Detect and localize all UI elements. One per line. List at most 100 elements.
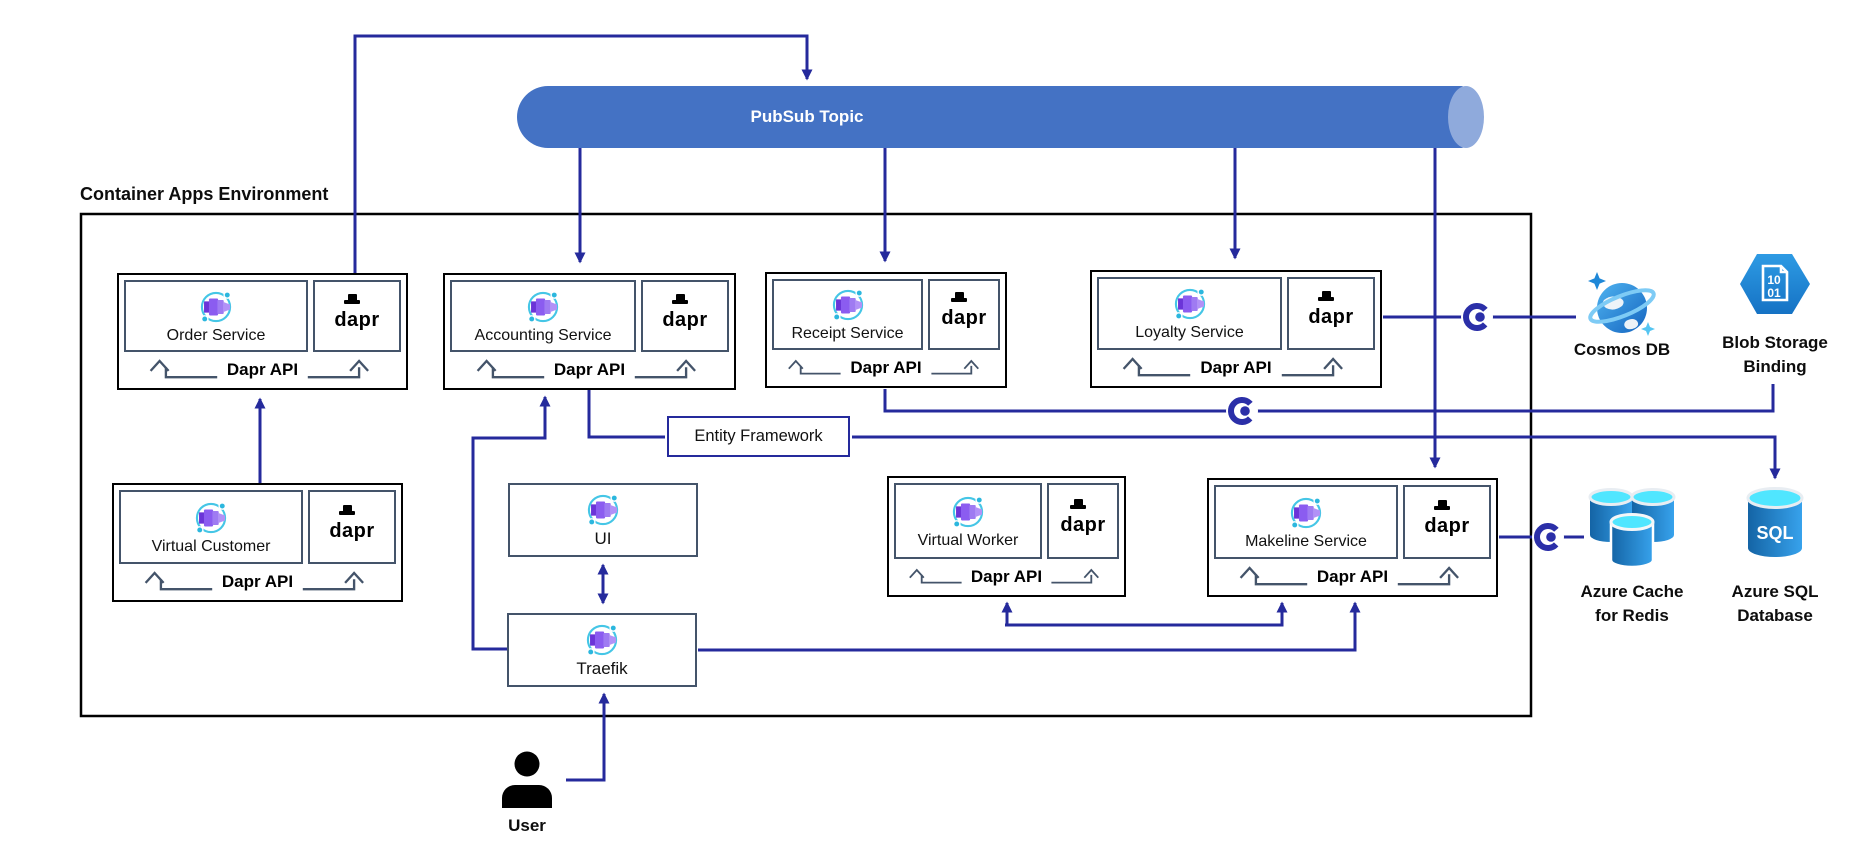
service-label: Virtual Customer bbox=[151, 537, 271, 555]
dapr-api-arrow-right-icon bbox=[306, 358, 378, 382]
dapr-api-arrow-right-icon bbox=[1396, 565, 1468, 589]
redis-cache-icon bbox=[1588, 488, 1676, 569]
dapr-api-row: Dapr API bbox=[450, 352, 729, 388]
app-box-ui: UI bbox=[508, 483, 698, 557]
dapr-api-row: Dapr API bbox=[119, 564, 396, 600]
dapr-api-label: Dapr API bbox=[850, 358, 922, 377]
dapr-api-label: Dapr API bbox=[1316, 567, 1389, 586]
dapr-api-row: Dapr API bbox=[894, 559, 1119, 595]
cosmos-db-label: Cosmos DB bbox=[1573, 340, 1671, 359]
dapr-sidecar-box: dapr bbox=[1403, 485, 1491, 559]
app-label: Traefik bbox=[576, 659, 628, 678]
app-label: UI bbox=[594, 529, 612, 548]
container-app-icon bbox=[1168, 285, 1212, 323]
service-main-panel: Makeline Service bbox=[1214, 485, 1398, 559]
service-label: Virtual Worker bbox=[917, 531, 1019, 549]
environment-label: Container Apps Environment bbox=[80, 184, 329, 204]
dapr-hat-icon bbox=[339, 504, 356, 515]
dapr-api-label: Dapr API bbox=[1200, 358, 1272, 377]
dapr-api-arrow-left-icon bbox=[786, 356, 842, 380]
service-main-panel: Order Service bbox=[124, 280, 308, 352]
dapr-api-label: Dapr API bbox=[553, 360, 626, 379]
dapr-api-row: Dapr API bbox=[1097, 350, 1375, 386]
dapr-api-label: Dapr API bbox=[221, 572, 294, 591]
edge-user-to-traefik bbox=[566, 692, 610, 782]
dapr-c-icon bbox=[1461, 301, 1493, 333]
dapr-logo: dapr bbox=[1424, 499, 1469, 536]
dapr-hat-icon bbox=[951, 292, 968, 302]
dapr-sidecar-box: dapr bbox=[1047, 483, 1119, 559]
dapr-api-label: Dapr API bbox=[970, 567, 1043, 586]
dapr-c-icon bbox=[1226, 395, 1258, 427]
dapr-logo-text: dapr bbox=[941, 307, 987, 329]
dapr-api-row: Dapr API bbox=[124, 352, 401, 388]
dapr-logo-text: dapr bbox=[662, 308, 708, 331]
dapr-logo: dapr bbox=[329, 504, 374, 541]
dapr-api-label: Dapr API bbox=[226, 360, 299, 379]
sparkle-icon bbox=[1588, 272, 1606, 290]
dapr-api-row: Dapr API bbox=[772, 350, 1000, 386]
pubsub-topic-label: PubSub Topic bbox=[750, 107, 864, 126]
entity-framework-box: Entity Framework bbox=[667, 416, 850, 457]
service-box-loyalty: Loyalty Service dapr Dapr API bbox=[1090, 270, 1382, 388]
container-app-icon bbox=[1284, 494, 1328, 532]
service-label: Loyalty Service bbox=[1135, 324, 1244, 341]
service-box-accounting: Accounting Service dapr Dapr API bbox=[443, 273, 736, 390]
edge-vworker-to-makeline bbox=[1005, 601, 1288, 627]
service-label: Makeline Service bbox=[1245, 532, 1367, 550]
dapr-c-icon bbox=[1532, 521, 1564, 553]
edge-receipt-to-blob bbox=[883, 384, 1775, 413]
service-label: Order Service bbox=[166, 326, 266, 344]
dapr-logo: dapr bbox=[1060, 498, 1105, 535]
edge-order-to-pubsub bbox=[353, 34, 813, 273]
dapr-sidecar-box: dapr bbox=[313, 280, 401, 352]
service-label: Accounting Service bbox=[474, 326, 612, 344]
service-main-panel: Virtual Customer bbox=[119, 490, 303, 564]
dapr-hat-icon bbox=[1318, 291, 1335, 301]
dapr-api-arrow-left-icon bbox=[147, 358, 219, 382]
dapr-logo: dapr bbox=[1308, 291, 1354, 328]
dapr-api-arrow-right-icon bbox=[930, 356, 986, 380]
dapr-api-arrow-right-icon bbox=[301, 570, 373, 594]
dapr-api-arrow-right-icon bbox=[1050, 565, 1106, 589]
redis-label: Azure Cache for Redis bbox=[1580, 582, 1684, 625]
dapr-api-arrow-right-icon bbox=[633, 358, 705, 382]
dapr-api-arrow-left-icon bbox=[474, 358, 546, 382]
service-label: Receipt Service bbox=[791, 325, 904, 342]
sql-database-icon: SQL bbox=[1746, 487, 1804, 557]
container-app-icon bbox=[189, 499, 233, 537]
dapr-api-arrow-left-icon bbox=[1120, 356, 1192, 380]
edge-traefik-to-makeline bbox=[698, 601, 1361, 652]
container-app-icon bbox=[946, 493, 990, 531]
dapr-logo: dapr bbox=[334, 293, 379, 330]
cosmos-db-icon bbox=[1588, 272, 1656, 336]
entity-framework-label: Entity Framework bbox=[694, 427, 823, 445]
dapr-sidecar-box: dapr bbox=[1287, 277, 1375, 350]
dapr-api-arrow-left-icon bbox=[907, 565, 963, 589]
dapr-api-arrow-right-icon bbox=[1280, 356, 1352, 380]
pubsub-topic-cylinder: PubSub Topic bbox=[517, 86, 1484, 148]
container-app-icon bbox=[581, 491, 625, 529]
sparkle-icon bbox=[1641, 322, 1655, 336]
service-box-receipt: Receipt Service dapr Dapr API bbox=[765, 272, 1007, 388]
app-box-traefik: Traefik bbox=[507, 613, 697, 687]
connectors bbox=[254, 34, 1781, 782]
container-app-icon bbox=[521, 288, 565, 326]
edge-ef-to-sql bbox=[852, 435, 1781, 480]
environment-border bbox=[79, 212, 1533, 718]
container-app-icon bbox=[580, 621, 624, 659]
dapr-api-arrow-left-icon bbox=[142, 570, 214, 594]
service-box-order: Order Service dapr Dapr API bbox=[117, 273, 408, 390]
dapr-logo-text: dapr bbox=[1308, 306, 1354, 328]
cylinder-cap bbox=[1448, 86, 1484, 148]
dapr-hat-icon bbox=[344, 293, 361, 304]
dapr-logo: dapr bbox=[941, 292, 987, 329]
dapr-api-arrow-left-icon bbox=[1237, 565, 1309, 589]
service-box-virtual-customer: Virtual Customer dapr Dapr API bbox=[112, 483, 403, 602]
dapr-c-logos bbox=[1226, 301, 1564, 553]
blob-storage-label: Blob Storage Binding bbox=[1722, 333, 1828, 376]
blob-doc-text-top: 10 bbox=[1767, 273, 1781, 287]
service-main-panel: Accounting Service bbox=[450, 280, 636, 352]
